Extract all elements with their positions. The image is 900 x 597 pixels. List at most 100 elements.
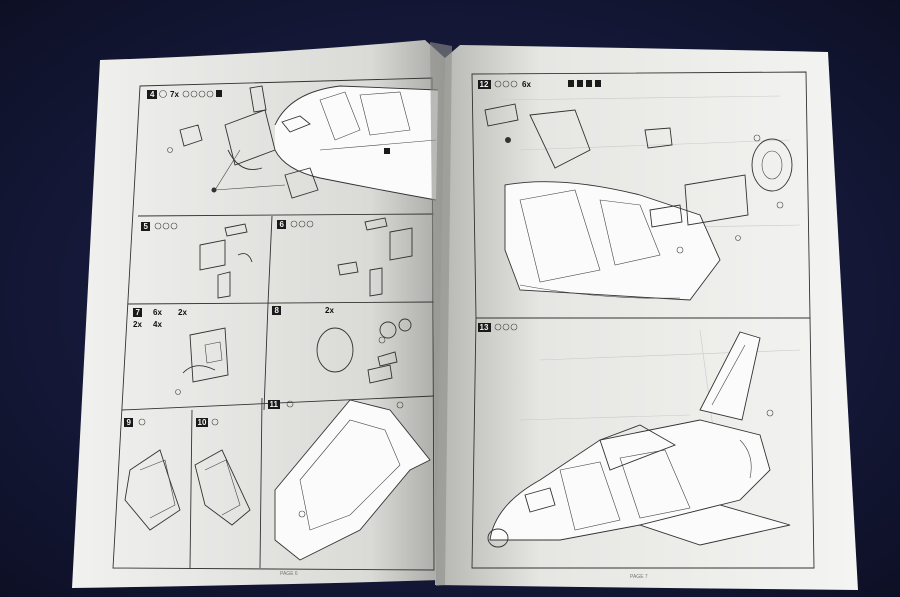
glue-icon — [211, 418, 219, 426]
glue-icon — [154, 222, 162, 230]
step-7-panel: 7 6x 2x 2x 4x — [133, 308, 229, 395]
shuttle-fuselage-outline — [274, 85, 439, 201]
right-wing — [638, 504, 791, 546]
engine-mount-inner — [761, 150, 783, 180]
part-dot — [211, 187, 217, 193]
left-vdivider-4 — [259, 397, 263, 569]
glue-icon — [494, 323, 502, 331]
vent-block-part — [649, 204, 683, 228]
cockpit-windows — [524, 487, 556, 513]
part-icon — [198, 90, 206, 98]
part-icon — [162, 222, 170, 230]
left-page-footer: PAGE 6 — [280, 571, 298, 577]
step-12-badge — [478, 80, 491, 89]
left-divider-1 — [137, 213, 435, 217]
glue-icon — [138, 418, 146, 426]
landing-door-part — [284, 167, 319, 199]
part-callout — [167, 147, 173, 153]
part-callout — [298, 510, 306, 518]
paint-code-icon — [577, 80, 583, 87]
nose-section-part — [224, 109, 276, 166]
wing-root-line — [319, 139, 437, 151]
step-9-panel: 9 — [124, 418, 181, 531]
upper-fuselage-part — [529, 109, 591, 169]
step-6-panel: 6 — [277, 217, 413, 297]
step-11-panel: 11 — [268, 399, 431, 561]
part-label-box — [384, 148, 390, 154]
bulkhead-part — [199, 239, 226, 271]
step-7-qty4: 4x — [153, 320, 162, 329]
step-7-qty2: 2x — [178, 308, 187, 317]
step-8-badge — [272, 306, 281, 315]
part-callout — [753, 134, 761, 142]
step-4-panel: 4 7x — [147, 85, 439, 201]
fuselage-rear-part — [504, 181, 721, 301]
step-12-number: 12 — [480, 80, 489, 89]
bulkhead-part — [389, 227, 413, 261]
strut-part — [217, 271, 231, 299]
clip-part — [237, 253, 253, 263]
step-5-panel: 5 — [141, 222, 253, 299]
part-icon — [502, 323, 510, 331]
left-page-frame — [112, 77, 435, 571]
step-9-badge — [124, 418, 133, 427]
step-5-badge — [141, 222, 150, 231]
step-12-qty: 6x — [522, 80, 531, 89]
part-icon — [170, 222, 178, 230]
nozzle-part — [379, 321, 397, 339]
step-8-number: 8 — [275, 306, 280, 315]
part-icon — [182, 90, 190, 98]
step-7-number: 7 — [136, 308, 141, 317]
cargo-bay-detail — [204, 341, 223, 364]
part-callout — [378, 336, 386, 344]
step-7-qty3: 2x — [133, 320, 142, 329]
step-5-number: 5 — [144, 222, 149, 231]
wing-part-right-inner — [204, 459, 241, 516]
engine-bell-part — [377, 351, 398, 367]
bracket-part — [644, 127, 673, 149]
shuttle-nose — [487, 528, 509, 548]
right-page: 12 6x — [435, 45, 858, 590]
part-icon — [190, 90, 198, 98]
vent-part — [337, 261, 359, 276]
step-10-number: 10 — [198, 418, 207, 427]
right-page-footer: PAGE 7 — [630, 574, 648, 580]
step-7-qty: 6x — [153, 308, 162, 317]
part-callout — [735, 235, 741, 241]
wing-part-left-inner — [139, 459, 176, 519]
step-6-badge — [277, 220, 286, 229]
panel-line — [319, 91, 361, 141]
panel-line — [359, 91, 411, 136]
step-11-badge — [268, 400, 280, 409]
left-divider-2 — [127, 301, 435, 305]
part-callout — [396, 401, 404, 409]
payload-bay-panel — [559, 461, 621, 531]
part-icon — [510, 80, 518, 88]
step-7-badge — [133, 308, 142, 317]
part-icon — [502, 80, 510, 88]
vent-part — [224, 223, 248, 237]
step-8-panel: 8 2x — [272, 306, 412, 384]
tail-fin-rudder-line — [711, 344, 746, 406]
wing-part-right — [194, 449, 251, 526]
fuselage-panel — [519, 189, 601, 283]
wing-assembly — [274, 399, 431, 561]
step-13-frame — [471, 317, 815, 569]
cargo-bay-part — [189, 327, 229, 383]
step-4-number: 4 — [150, 90, 155, 99]
book-spine-shadow — [430, 42, 452, 586]
hatch-part — [249, 85, 267, 113]
nose-bulkhead-part — [227, 149, 263, 170]
wing-edge-tiles — [519, 284, 681, 299]
engine-nozzles — [739, 439, 752, 479]
part-callout — [766, 409, 774, 417]
engine-bell-part — [367, 364, 393, 384]
guide-line — [214, 184, 286, 191]
paint-code-icon — [586, 80, 592, 87]
guide-line — [214, 149, 241, 191]
step-13-number: 13 — [480, 323, 489, 332]
wing-assembly-inner — [299, 419, 401, 531]
shuttle-fuselage — [275, 86, 438, 200]
vent-block-part — [484, 103, 519, 127]
